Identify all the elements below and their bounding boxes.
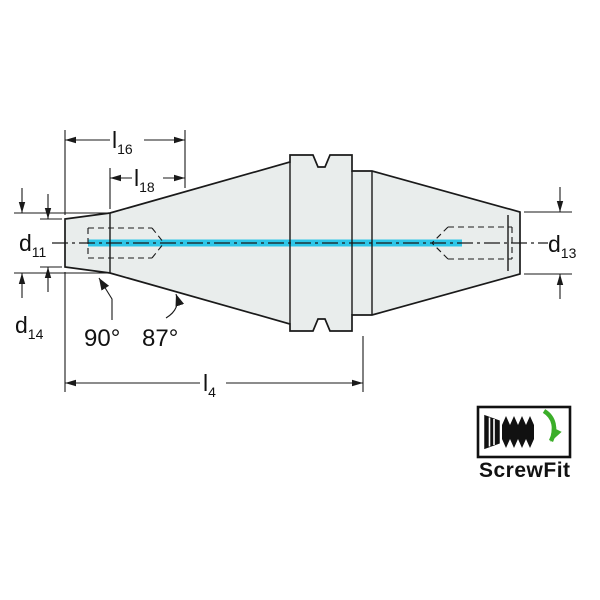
- l18-sub: 18: [139, 179, 155, 195]
- tool-holder-body: [52, 154, 548, 332]
- angle-87-label: 87°: [142, 325, 178, 352]
- d14-base: d: [15, 312, 28, 338]
- dimension-l4: l4: [64, 272, 364, 400]
- rotation-arrow-icon: [542, 409, 562, 443]
- dimension-d11: d11: [19, 194, 62, 292]
- dimension-l16: l16: [64, 127, 186, 215]
- d11-sub: 11: [32, 244, 47, 260]
- screw-thread-icon: [502, 416, 534, 448]
- dimension-l18-label: l18: [134, 165, 155, 195]
- dimension-l4-label: l4: [203, 370, 216, 400]
- d13-base: d: [548, 231, 561, 257]
- d13-sub: 13: [561, 245, 577, 261]
- angle-90-label: 90°: [84, 325, 120, 352]
- dimension-l18: l18: [109, 165, 185, 209]
- socket-icon: [484, 414, 500, 450]
- hidden-thread-right: [431, 226, 513, 260]
- dimension-d14-label: d14: [15, 312, 44, 342]
- angle-90-callout: 90°: [84, 277, 120, 352]
- d11-base: d: [19, 230, 32, 256]
- angle-87-callout: 87°: [142, 293, 185, 352]
- l16-sub: 16: [117, 141, 133, 157]
- dimension-l16-label: l16: [112, 127, 133, 157]
- l4-base: l: [203, 370, 208, 396]
- dimension-d14: d14: [14, 188, 107, 342]
- dimension-d11-label: d11: [19, 230, 47, 260]
- l16-base: l: [112, 127, 117, 153]
- screwfit-logo: ScrewFit: [476, 405, 572, 482]
- d14-sub: 14: [28, 326, 44, 342]
- dimension-d13-label: d13: [548, 231, 577, 261]
- screwfit-logo-label: ScrewFit: [479, 459, 571, 482]
- l18-base: l: [134, 165, 139, 191]
- l4-sub: 4: [208, 384, 216, 400]
- hidden-thread-left: [87, 227, 165, 259]
- dimension-d13: d13: [524, 187, 577, 299]
